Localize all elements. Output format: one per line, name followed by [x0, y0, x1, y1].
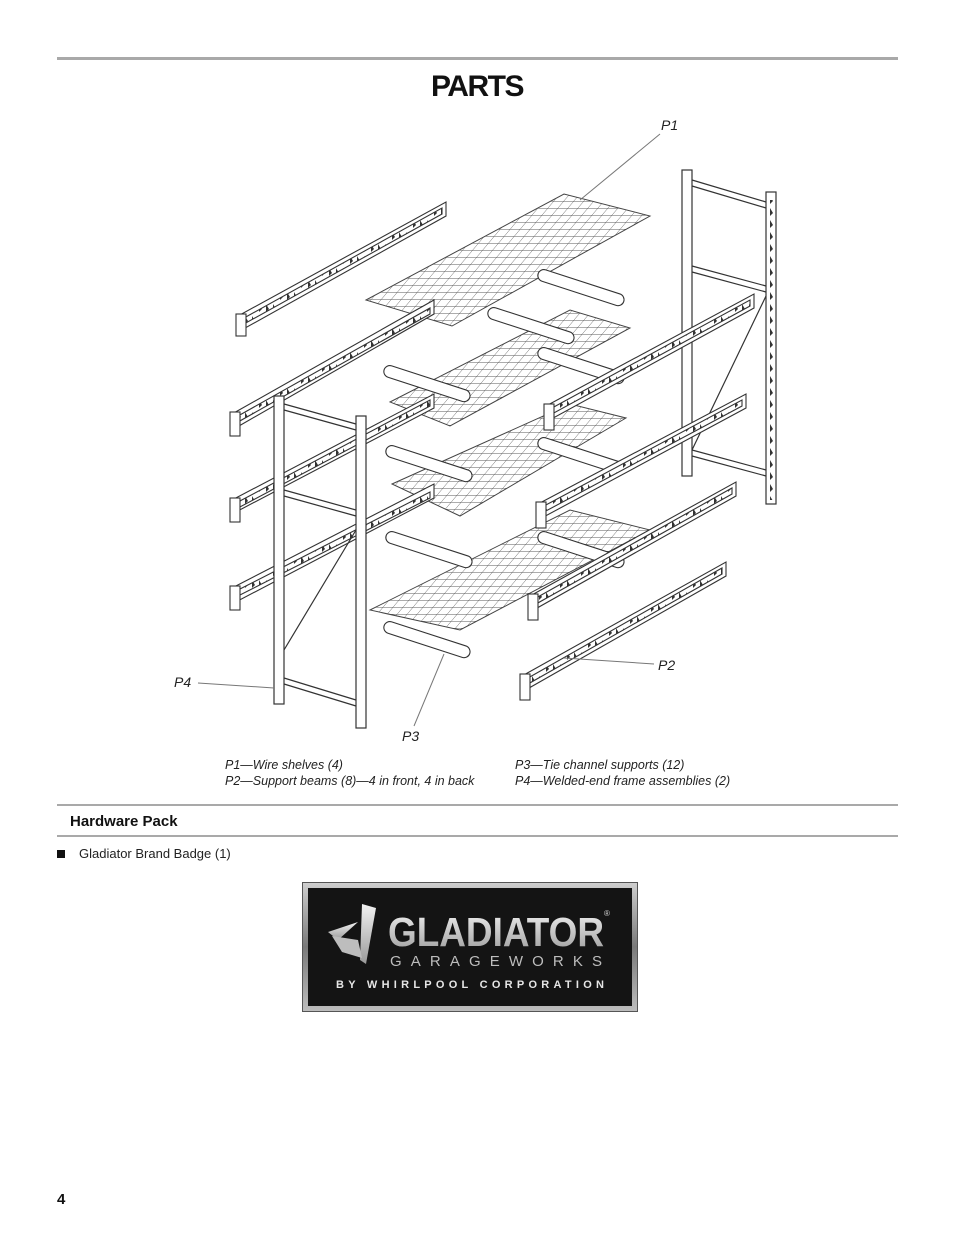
hardware-item-label: Gladiator Brand Badge (1)	[79, 846, 231, 861]
callout-p1: P1	[661, 117, 679, 133]
badge-registered-mark: ®	[604, 909, 610, 918]
support-beams-right	[519, 293, 755, 701]
hardware-list-item: Gladiator Brand Badge (1)	[57, 846, 231, 861]
legend-item-p1: P1—Wire shelves (4)	[225, 758, 343, 772]
gladiator-logo-emblem-icon	[328, 904, 376, 964]
callout-p2: P2	[658, 657, 676, 673]
parts-legend-left: P1—Wire shelves (4) P2—Support beams (8)…	[225, 757, 474, 789]
callout-leader-lines	[197, 133, 661, 727]
callout-p4: P4	[174, 674, 192, 690]
gladiator-brand-badge: GLADIATOR ® GARAGEWORKS BY WHIRLPOOL COR…	[302, 882, 638, 1012]
legend-item-p2: P2—Support beams (8)—4 in front, 4 in ba…	[225, 774, 475, 788]
callout-p3: P3	[402, 728, 420, 744]
badge-brand-text: GLADIATOR	[388, 909, 604, 955]
page-title: PARTS	[431, 70, 524, 103]
parts-legend-right: P3—Tie channel supports (12) P4—Welded-e…	[515, 757, 730, 789]
hardware-pack-heading: Hardware Pack	[70, 813, 178, 830]
bullet-square-icon	[57, 849, 65, 858]
page-number: 4	[57, 1191, 66, 1208]
hardware-rule-top	[57, 804, 898, 806]
support-beam-back-top	[235, 201, 447, 337]
legend-item-p4: P4—Welded-end frame assemblies (2)	[515, 774, 731, 788]
legend-item-p3: P3—Tie channel supports (12)	[515, 758, 685, 772]
back-frame-assembly	[681, 169, 777, 505]
top-rule	[57, 57, 898, 60]
front-frame-assembly	[273, 395, 367, 729]
tie-channel-supports	[383, 269, 625, 659]
shelving-parts-diagram	[197, 133, 777, 729]
hardware-rule-bottom	[57, 835, 898, 837]
